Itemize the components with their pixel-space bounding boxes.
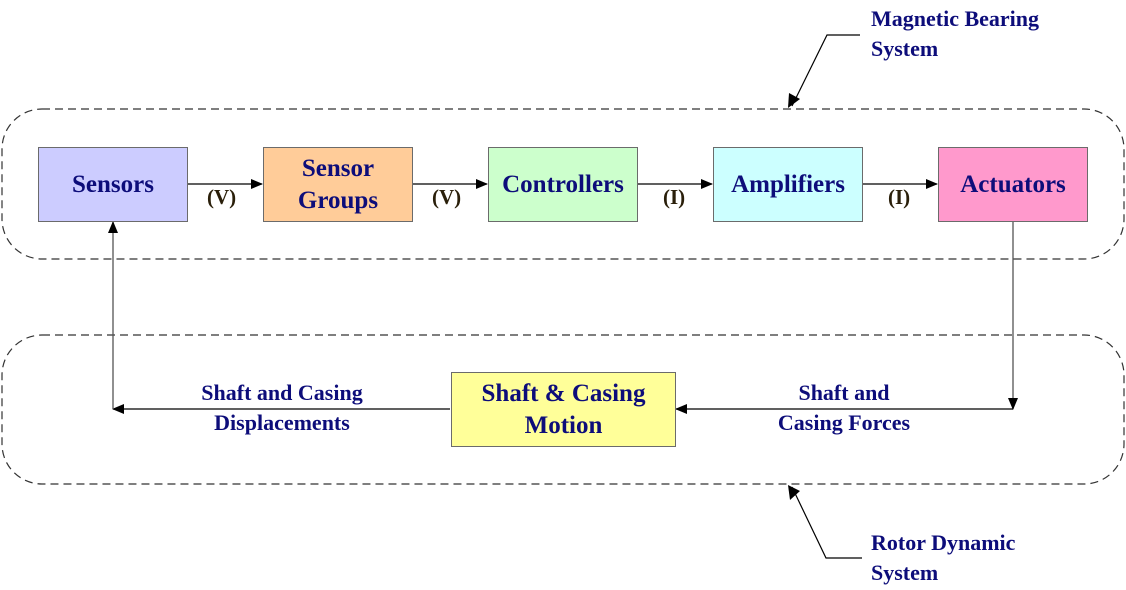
flow-label-displacements-line-1: Shaft and Casing [201,380,363,405]
flow-label-forces-line-1: Shaft and [798,380,890,405]
flow-label-forces: Shaft and Casing Forces [744,378,944,438]
magnetic-bearing-system-group [1,108,1125,260]
block-actuators-label: Actuators [960,170,1066,198]
rotor-dynamic-system-group [1,334,1125,485]
block-shaft-casing-motion[interactable]: Shaft & Casing Motion [451,372,676,447]
magnetic-bearing-system-label: Magnetic Bearing System [871,4,1039,64]
block-sensors-label: Sensors [72,170,154,198]
magnetic-bearing-system-label-line-2: System [871,36,939,61]
block-amplifiers[interactable]: Amplifiers [713,147,863,222]
block-controllers[interactable]: Controllers [488,147,638,222]
block-sensor-groups[interactable]: Sensor Groups [263,147,413,222]
block-sensor-groups-label-2: Groups [297,186,379,214]
signal-label-current-2: (I) [888,185,911,209]
flow-label-displacements-line-2: Displacements [214,410,350,435]
rotor-dynamic-callout-line [791,486,862,559]
block-sensor-groups-label-1: Sensor [301,154,375,182]
block-actuators[interactable]: Actuators [938,147,1088,222]
block-shaft-casing-motion-label-1: Shaft & Casing [481,379,646,407]
flow-label-displacements: Shaft and Casing Displacements [172,378,392,438]
signal-label-voltage-1: (V) [207,185,237,209]
rotor-dynamic-system-label-line-2: System [871,560,939,585]
block-sensors[interactable]: Sensors [38,147,188,222]
rotor-dynamic-system-label: Rotor Dynamic System [871,528,1015,588]
rotor-dynamic-system-label-line-1: Rotor Dynamic [871,530,1016,555]
block-controllers-label: Controllers [502,170,624,198]
block-shaft-casing-motion-label-2: Motion [524,411,603,439]
block-amplifiers-label: Amplifiers [731,170,845,198]
signal-label-current-1: (I) [663,185,686,209]
magnetic-bearing-system-label-line-1: Magnetic Bearing [871,6,1040,31]
signal-label-voltage-2: (V) [432,185,462,209]
flow-label-forces-line-2: Casing Forces [777,410,911,435]
magnetic-bearing-callout-line [791,34,860,107]
